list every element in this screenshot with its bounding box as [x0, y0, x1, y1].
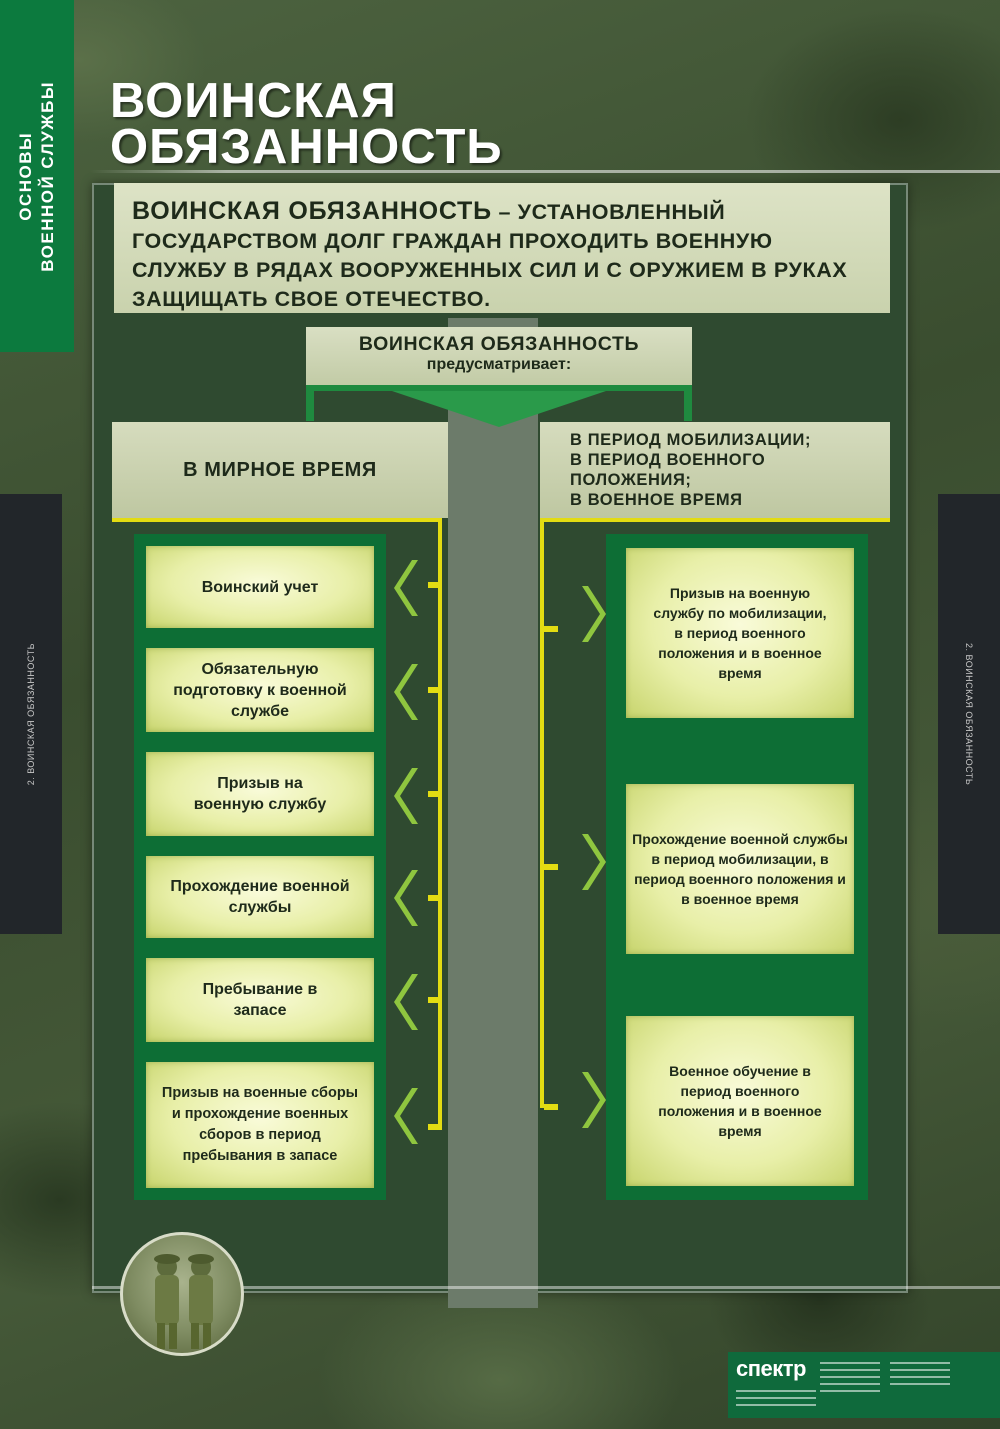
- section-tab-line1: ОСНОВЫ: [16, 131, 35, 221]
- definition-text: – УСТАНОВЛЕННЫЙ ГОСУДАРСТВОМ ДОЛГ ГРАЖДА…: [132, 200, 848, 311]
- wartime-item: Военное обучение в период военного полож…: [626, 1016, 854, 1186]
- connector-tick: [428, 895, 442, 901]
- peacetime-item-label: Призыв на военную службу: [193, 775, 327, 813]
- chevron-right-icon: [582, 834, 606, 890]
- connector-tick: [544, 1104, 558, 1110]
- footer-divider: [92, 1286, 1000, 1289]
- chevron-right-icon: [582, 586, 606, 642]
- definition-term: ВОИНСКАЯ ОБЯЗАННОСТЬ: [132, 197, 492, 225]
- definition-box: ВОИНСКАЯ ОБЯЗАННОСТЬ – УСТАНОВЛЕННЫЙ ГОС…: [114, 183, 890, 313]
- peacetime-underline: [112, 518, 442, 522]
- peacetime-item: Призыв на военную службу: [146, 752, 374, 836]
- section-tab-line2: ВОЕННОЙ СЛУЖБЫ: [38, 80, 57, 272]
- connector-tick: [428, 687, 442, 693]
- publisher-logo: спектр: [736, 1356, 806, 1381]
- chevron-left-icon: [394, 974, 418, 1030]
- connector-tick: [428, 582, 442, 588]
- page-title: ВОИНСКАЯ ОБЯЗАННОСТЬ: [110, 74, 630, 174]
- peacetime-item: Пребывание в запасе: [146, 958, 374, 1042]
- provides-title: ВОИНСКАЯ ОБЯЗАННОСТЬ: [358, 333, 640, 355]
- wartime-header-line: В ПЕРИОД МОБИЛИЗАЦИИ;: [570, 431, 812, 449]
- peacetime-item-label: Обязательную подготовку к военной службе: [173, 660, 347, 720]
- center-road: [448, 318, 538, 1308]
- provides-subtitle: предусматривает:: [426, 356, 572, 373]
- wartime-header: В ПЕРИОД МОБИЛИЗАЦИИ; В ПЕРИОД ВОЕННОГО …: [540, 422, 890, 518]
- right-edge-bar: 2. ВОИНСКАЯ ОБЯЗАННОСТЬ: [938, 494, 1000, 934]
- connector-tick: [428, 1124, 442, 1130]
- soldiers-photo: [120, 1232, 244, 1356]
- connector-tick: [428, 997, 442, 1003]
- wartime-item: Призыв на военную службу по мобилизации,…: [626, 548, 854, 718]
- peacetime-header: В МИРНОЕ ВРЕМЯ: [112, 422, 448, 518]
- peacetime-connector: [438, 518, 442, 1128]
- peacetime-item-label: Воинский учет: [201, 578, 319, 596]
- down-arrow-icon: [392, 391, 606, 427]
- peacetime-item: Прохождение военной службы: [146, 856, 374, 938]
- wartime-item-label: Военное обучение в период военного полож…: [658, 1063, 822, 1139]
- chevron-right-icon: [582, 1072, 606, 1128]
- section-tab: [0, 0, 74, 352]
- chevron-left-icon: [394, 768, 418, 824]
- wartime-item-label: Призыв на военную службу по мобилизации,…: [653, 585, 827, 681]
- wartime-item: Прохождение военной службы в период моби…: [626, 784, 854, 954]
- peacetime-item-label: Призыв на военные сборы и прохождение во…: [161, 1085, 359, 1164]
- chevron-left-icon: [394, 870, 418, 926]
- page-title-line1: ВОИНСКАЯ: [110, 74, 397, 128]
- provides-bracket-left: [306, 391, 314, 421]
- page-title-line2: ОБЯЗАННОСТЬ: [110, 120, 503, 174]
- chevron-left-icon: [394, 560, 418, 616]
- publisher-fine-print: [736, 1390, 816, 1411]
- provides-connector: [306, 385, 692, 391]
- left-edge-bar: 2. ВОИНСКАЯ ОБЯЗАННОСТЬ: [0, 494, 62, 934]
- peacetime-item-label: Пребывание в запасе: [202, 981, 318, 1019]
- connector-tick: [544, 864, 558, 870]
- soldiers-icon: [154, 1254, 214, 1349]
- peacetime-item: Воинский учет: [146, 546, 374, 628]
- publisher-fine-print: [820, 1362, 880, 1397]
- right-edge-label: 2. ВОИНСКАЯ ОБЯЗАННОСТЬ: [964, 642, 974, 786]
- chevron-left-icon: [394, 1088, 418, 1144]
- wartime-header-line: В ПЕРИОД ВОЕННОГО: [570, 451, 766, 469]
- wartime-item-label: Прохождение военной службы в период моби…: [632, 831, 848, 907]
- wartime-header-line: ПОЛОЖЕНИЯ;: [570, 471, 692, 489]
- peacetime-header-label: В МИРНОЕ ВРЕМЯ: [183, 458, 377, 481]
- peacetime-item: Обязательную подготовку к военной службе: [146, 648, 374, 732]
- wartime-underline: [540, 518, 890, 522]
- wartime-connector: [540, 518, 544, 1108]
- publisher-fine-print: [890, 1362, 950, 1390]
- title-divider: [90, 170, 1000, 173]
- chevron-left-icon: [394, 664, 418, 720]
- connector-tick: [544, 626, 558, 632]
- peacetime-item: Призыв на военные сборы и прохождение во…: [146, 1062, 374, 1188]
- provides-bracket-right: [684, 391, 692, 421]
- provides-box: ВОИНСКАЯ ОБЯЗАННОСТЬ предусматривает:: [306, 327, 692, 385]
- peacetime-item-label: Прохождение военной службы: [170, 878, 350, 916]
- wartime-header-line: В ВОЕННОЕ ВРЕМЯ: [570, 491, 743, 509]
- left-edge-label: 2. ВОИНСКАЯ ОБЯЗАННОСТЬ: [26, 642, 36, 786]
- connector-tick: [428, 791, 442, 797]
